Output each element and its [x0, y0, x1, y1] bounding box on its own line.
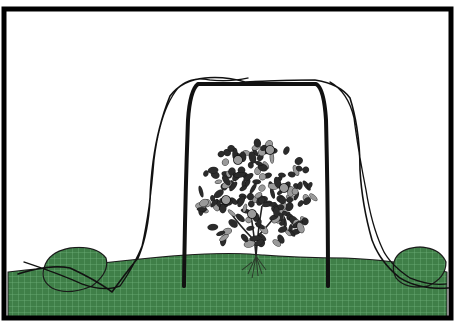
rose-bloom: [248, 210, 257, 219]
leaf: [207, 224, 218, 231]
rose-bloom: [266, 146, 275, 155]
leaf: [273, 207, 279, 218]
leaf: [286, 197, 293, 203]
leaf: [197, 207, 207, 211]
rose-bloom: [222, 196, 231, 205]
rose-bloom: [234, 156, 243, 165]
leaf: [253, 180, 261, 185]
rose-bloom: [280, 184, 289, 193]
